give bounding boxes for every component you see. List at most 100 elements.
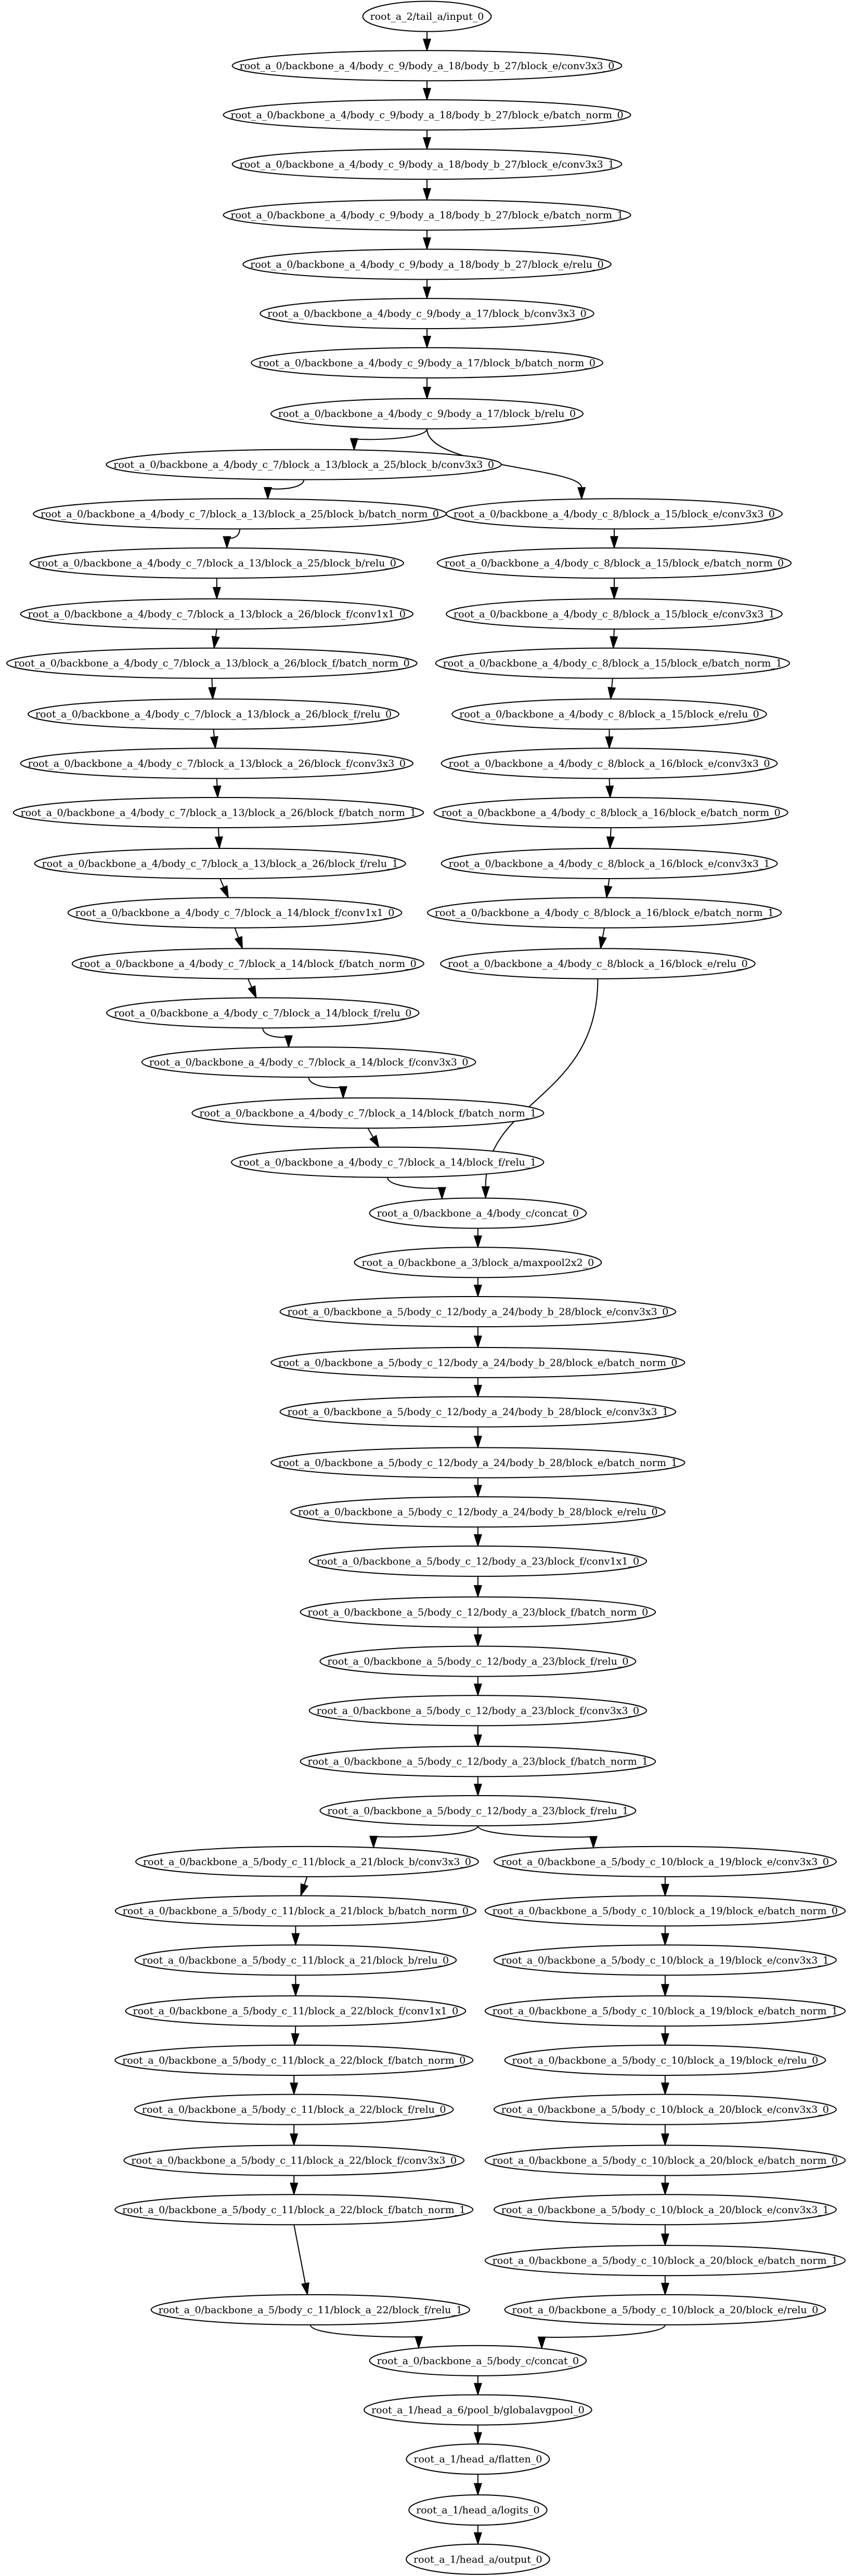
node-ellipse [242,249,612,280]
node-label: root_a_0/backbone_a_4/body_c_7/block_a_1… [28,608,406,620]
node-label: root_a_0/backbone_a_4/body_c_8/block_a_1… [442,807,781,819]
node-label: root_a_0/backbone_a_5/body_c_11/block_a_… [131,2155,457,2166]
graph-edge [294,2026,296,2034]
edge-arrowhead [291,2033,300,2047]
node-label: root_a_0/backbone_a_5/body_c_12/body_a_2… [327,1805,628,1816]
node-label: root_a_0/backbone_a_5/body_c_12/body_a_2… [287,1306,668,1317]
edge-arrowhead [422,137,432,151]
edge-arrowhead [577,487,586,501]
edge-arrowhead [610,636,618,650]
node-ellipse [308,1695,648,1727]
node-ellipse [223,99,631,131]
graph-edge [308,1077,344,1089]
node-label: root_a_0/backbone_a_5/body_c_11/block_a_… [142,2104,446,2115]
edge-arrowhead [661,1884,669,1897]
graph-node: root_a_0/backbone_a_4/body_c_7/block_a_1… [106,449,502,480]
node-label: root_a_0/backbone_a_5/body_c_10/block_a_… [501,2204,829,2216]
graph-node: root_a_0/backbone_a_5/body_c_10/block_a_… [504,2294,826,2325]
node-ellipse [106,449,502,480]
graph-node: root_a_0/backbone_a_4/body_c_7/block_a_1… [191,1097,545,1129]
node-ellipse [441,748,778,779]
graph-node: root_a_0/backbone_a_4/body_c/concat_0 [369,1197,587,1229]
graph-edge [607,878,610,886]
edge-arrowhead [301,2282,309,2296]
node-ellipse [300,1746,656,1777]
node-label: root_a_0/backbone_a_5/body_c_12/body_a_2… [278,1457,677,1469]
node-ellipse [251,347,603,378]
node-ellipse [484,2245,846,2277]
graph-node: root_a_0/backbone_a_5/body_c_11/block_a_… [135,1846,479,1877]
graph-node: root_a_0/backbone_a_4/body_c_7/block_a_1… [71,948,424,979]
edge-arrowhead [473,2483,482,2496]
edge-arrowhead [369,1836,378,1849]
edge-arrowhead [214,836,223,850]
graph-node: root_a_0/backbone_a_4/body_c_9/body_a_18… [223,99,631,131]
node-ellipse [354,1247,602,1278]
graph-edge [373,1825,478,1838]
node-ellipse [435,647,790,679]
node-label: root_a_0/backbone_a_5/body_c_10/block_a_… [493,2155,838,2166]
graph-node: root_a_0/backbone_a_4/body_c_9/body_a_17… [270,398,584,429]
node-label: root_a_0/backbone_a_4/body_c_7/block_a_1… [239,1157,536,1168]
node-ellipse [406,2443,550,2475]
edge-arrowhead [473,1336,482,1349]
node-ellipse [493,2194,837,2226]
node-ellipse [436,547,792,579]
graph-node: root_a_0/backbone_a_4/body_c_7/block_a_1… [106,997,420,1029]
node-ellipse [231,148,623,180]
edge-arrowhead [473,1634,482,1648]
graph-node: root_a_0/backbone_a_4/body_c_7/block_a_1… [231,1146,545,1178]
node-label: root_a_2/tail_a/input_0 [370,11,484,22]
graph-node: root_a_0/backbone_a_5/body_c_11/block_a_… [114,1895,476,1927]
node-ellipse [440,948,756,979]
graph-node: root_a_0/backbone_a_4/body_c_8/block_a_1… [446,598,783,630]
node-label: root_a_0/backbone_a_4/body_c_8/block_a_1… [443,658,782,669]
edge-arrowhead [422,188,432,202]
node-label: root_a_1/head_a_6/pool_b/globalavgpool_0 [371,2404,585,2416]
edge-arrowhead [661,2283,669,2296]
graph-node: root_a_0/backbone_a_4/body_c_8/block_a_1… [433,797,788,829]
node-label: root_a_0/backbone_a_5/body_c_10/block_a_… [501,1856,829,1867]
graph-edge [541,2324,666,2338]
edge-arrowhead [300,1883,309,1897]
node-ellipse [29,547,404,579]
node-label: root_a_0/backbone_a_4/body_c_9/body_a_18… [230,110,623,121]
edge-arrowhead [284,1035,293,1049]
edge-arrowhead [661,2133,669,2147]
node-label: root_a_0/backbone_a_5/body_c_12/body_a_2… [327,1656,628,1667]
node-ellipse [270,398,584,429]
node-label: root_a_0/backbone_a_4/body_c_8/block_a_1… [448,958,748,970]
edge-arrowhead [234,936,243,950]
node-label: root_a_0/backbone_a_4/body_c_7/block_a_1… [28,758,406,769]
node-ellipse [362,1,492,32]
graph-node: root_a_0/backbone_a_5/body_c_10/block_a_… [504,2044,826,2076]
edge-arrowhead [422,38,432,52]
node-ellipse [231,50,623,82]
node-ellipse [484,2145,846,2176]
edge-arrowhead [605,736,614,750]
graph-node: root_a_0/backbone_a_5/body_c_12/body_a_2… [319,1795,637,1826]
edge-arrowhead [473,1734,482,1748]
node-label: root_a_0/backbone_a_5/body_c_12/body_a_2… [317,1555,639,1567]
edge-arrowhead [473,2532,482,2546]
node-label: root_a_0/backbone_a_4/body_c_7/block_a_1… [35,709,392,720]
graph-edge [304,1876,308,1885]
edge-arrowhead [290,2133,299,2147]
node-label: root_a_0/backbone_a_5/body_c_12/body_a_2… [308,1756,649,1768]
edge-arrowhead [339,1086,347,1100]
graph-node: root_a_0/backbone_a_4/body_c_7/block_a_1… [20,598,414,630]
graph-node: root_a_0/backbone_a_5/body_c_11/block_a_… [134,2094,454,2125]
graph-node: root_a_0/backbone_a_5/body_c_10/block_a_… [493,1944,837,1976]
edge-arrowhead [422,88,432,101]
graph-node: root_a_0/backbone_a_4/body_c_7/block_a_1… [141,1046,476,1078]
edge-arrowhead [291,1984,300,1997]
node-label: root_a_0/backbone_a_5/body_c_10/block_a_… [512,2055,819,2066]
node-label: root_a_0/backbone_a_4/body_c_7/block_a_1… [75,907,395,919]
node-label: root_a_0/backbone_a_5/body_c_12/body_a_2… [317,1705,639,1717]
node-label: root_a_0/backbone_a_4/body_c_7/block_a_1… [41,508,439,520]
edge-arrowhead [422,286,432,300]
edge-arrowhead [208,687,217,701]
edge-arrowhead [422,336,432,349]
edge-arrowhead [248,985,257,999]
graph-edge [219,878,225,887]
